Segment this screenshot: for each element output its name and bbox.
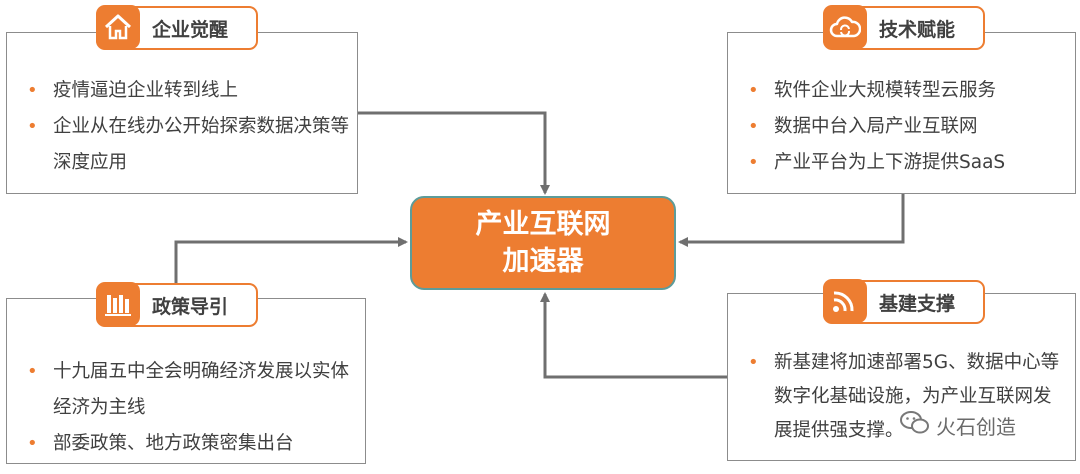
badge-technology-empowerment: 技术赋能 bbox=[823, 5, 985, 50]
badge-title: 政策导引 bbox=[152, 295, 229, 318]
wireless-signal-icon bbox=[823, 279, 867, 323]
center-title-line2: 加速器 bbox=[502, 246, 584, 277]
panel-technology-empowerment: •软件企业大规模转型云服务 •数据中台入局产业互联网 •产业平台为上下游提供Sa… bbox=[727, 32, 1076, 194]
house-icon bbox=[96, 5, 140, 49]
panel-enterprise-awakening: •疫情逼迫企业转到线上 •企业从在线办公开始探索数据决策等深度应用 bbox=[6, 32, 358, 194]
list-item: •数据中台入局产业互联网 bbox=[748, 116, 978, 137]
infrastructure-list: •新基建将加速部署5G、数据中心等数字化基础设施，为产业互联网发展提供强支撑。 bbox=[748, 346, 1068, 448]
watermark: 火石创造 bbox=[900, 410, 1016, 441]
list-item: •疫情逼迫企业转到线上 bbox=[27, 80, 239, 101]
badge-title: 技术赋能 bbox=[879, 18, 956, 41]
watermark-text: 火石创造 bbox=[936, 415, 1016, 439]
badge-policy-guidance: 政策导引 bbox=[96, 282, 258, 327]
list-item: •部委政策、地方政策密集出台 bbox=[27, 433, 294, 454]
badge-title: 企业觉醒 bbox=[152, 18, 229, 41]
list-item: •十九届五中全会明确经济发展以实体经济为主线 bbox=[27, 361, 350, 418]
list-item: •产业平台为上下游提供SaaS bbox=[748, 152, 1006, 173]
policy-list: •十九届五中全会明确经济发展以实体经济为主线 •部委政策、地方政策密集出台 bbox=[27, 354, 357, 462]
list-item: •软件企业大规模转型云服务 bbox=[748, 80, 997, 101]
technology-list: •软件企业大规模转型云服务 •数据中台入局产业互联网 •产业平台为上下游提供Sa… bbox=[748, 73, 1068, 181]
list-item: •新基建将加速部署5G、数据中心等数字化基础设施，为产业互联网发展提供强支撑。 bbox=[748, 352, 1060, 441]
cloud-sync-icon bbox=[823, 5, 867, 49]
arrow-infrastructure-to-center bbox=[540, 292, 727, 379]
list-item: •企业从在线办公开始探索数据决策等深度应用 bbox=[27, 116, 350, 173]
wechat-icon bbox=[900, 410, 930, 441]
center-accelerator-box: 产业互联网 加速器 bbox=[410, 196, 676, 290]
badge-infrastructure-support: 基建支撑 bbox=[823, 279, 985, 324]
books-icon bbox=[96, 282, 140, 326]
center-title-line1: 产业互联网 bbox=[475, 209, 611, 240]
enterprise-list: •疫情逼迫企业转到线上 •企业从在线办公开始探索数据决策等深度应用 bbox=[27, 73, 352, 181]
arrow-technology-to-center bbox=[678, 194, 905, 247]
panel-infrastructure-support: •新基建将加速部署5G、数据中心等数字化基础设施，为产业互联网发展提供强支撑。 bbox=[727, 293, 1076, 461]
badge-title: 基建支撑 bbox=[879, 292, 956, 315]
arrow-policy-to-center bbox=[174, 237, 408, 283]
arrow-enterprise-to-center bbox=[358, 111, 550, 195]
badge-enterprise-awakening: 企业觉醒 bbox=[96, 5, 258, 50]
